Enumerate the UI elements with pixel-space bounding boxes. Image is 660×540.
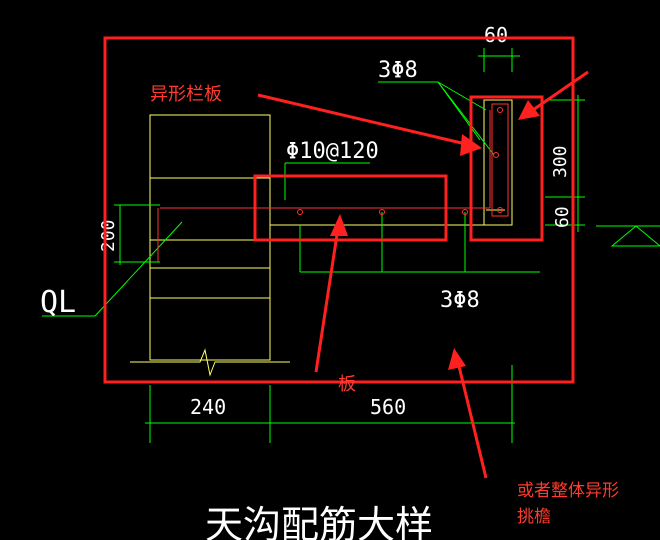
- dim-200: 200: [98, 219, 119, 252]
- leader: [437, 81, 487, 111]
- annotation-eave-line1: 或者整体异形: [517, 481, 619, 501]
- rebar-lines: [157, 103, 509, 262]
- label-slab-rebar: Φ10@120: [286, 139, 379, 164]
- rebar-dot: [297, 209, 303, 215]
- rebar-dot: [497, 107, 503, 113]
- annotation-markup: [103, 36, 589, 479]
- break-line: [130, 348, 290, 377]
- rebar-dot: [462, 209, 468, 215]
- parapet-highlight-box: [469, 95, 544, 242]
- arrow-eave: [456, 361, 488, 479]
- arrow-parapet-right: [529, 70, 589, 114]
- structure-lines: [130, 99, 513, 377]
- dimension-lines: [42, 48, 660, 443]
- dim-300: 300: [550, 145, 571, 178]
- annotation-slab: 板: [338, 374, 356, 395]
- dim-240: 240: [190, 395, 226, 419]
- arrowhead: [460, 134, 482, 156]
- leader: [437, 81, 495, 156]
- label-ql: QL: [40, 285, 76, 320]
- dim-60-side: 60: [552, 206, 573, 228]
- label-rebar-bottom: 3Φ8: [440, 288, 480, 313]
- parapet-outline: [483, 99, 513, 226]
- label-rebar-top: 3Φ8: [378, 58, 418, 83]
- arrowhead: [448, 348, 466, 370]
- parapet-stirrup: [491, 103, 509, 217]
- annotation-eave-line2: 挑檐: [517, 507, 551, 527]
- arrow-parapet-left: [257, 93, 471, 147]
- arrow-slab: [314, 227, 340, 373]
- outer-highlight-box: [103, 36, 575, 384]
- arrowhead: [330, 214, 348, 236]
- rebar-dot: [497, 207, 503, 213]
- arrowhead: [518, 100, 540, 120]
- leader: [94, 221, 183, 317]
- dim-60-top: 60: [484, 23, 508, 47]
- support-symbol: [610, 225, 660, 247]
- rebar-dot: [493, 152, 499, 158]
- annotation-parapet: 异形栏板: [150, 84, 222, 105]
- slab-highlight-box: [253, 174, 448, 242]
- rebar-dot: [379, 209, 385, 215]
- drawing-title: 天沟配筋大样: [205, 503, 433, 540]
- dim-560: 560: [370, 395, 406, 419]
